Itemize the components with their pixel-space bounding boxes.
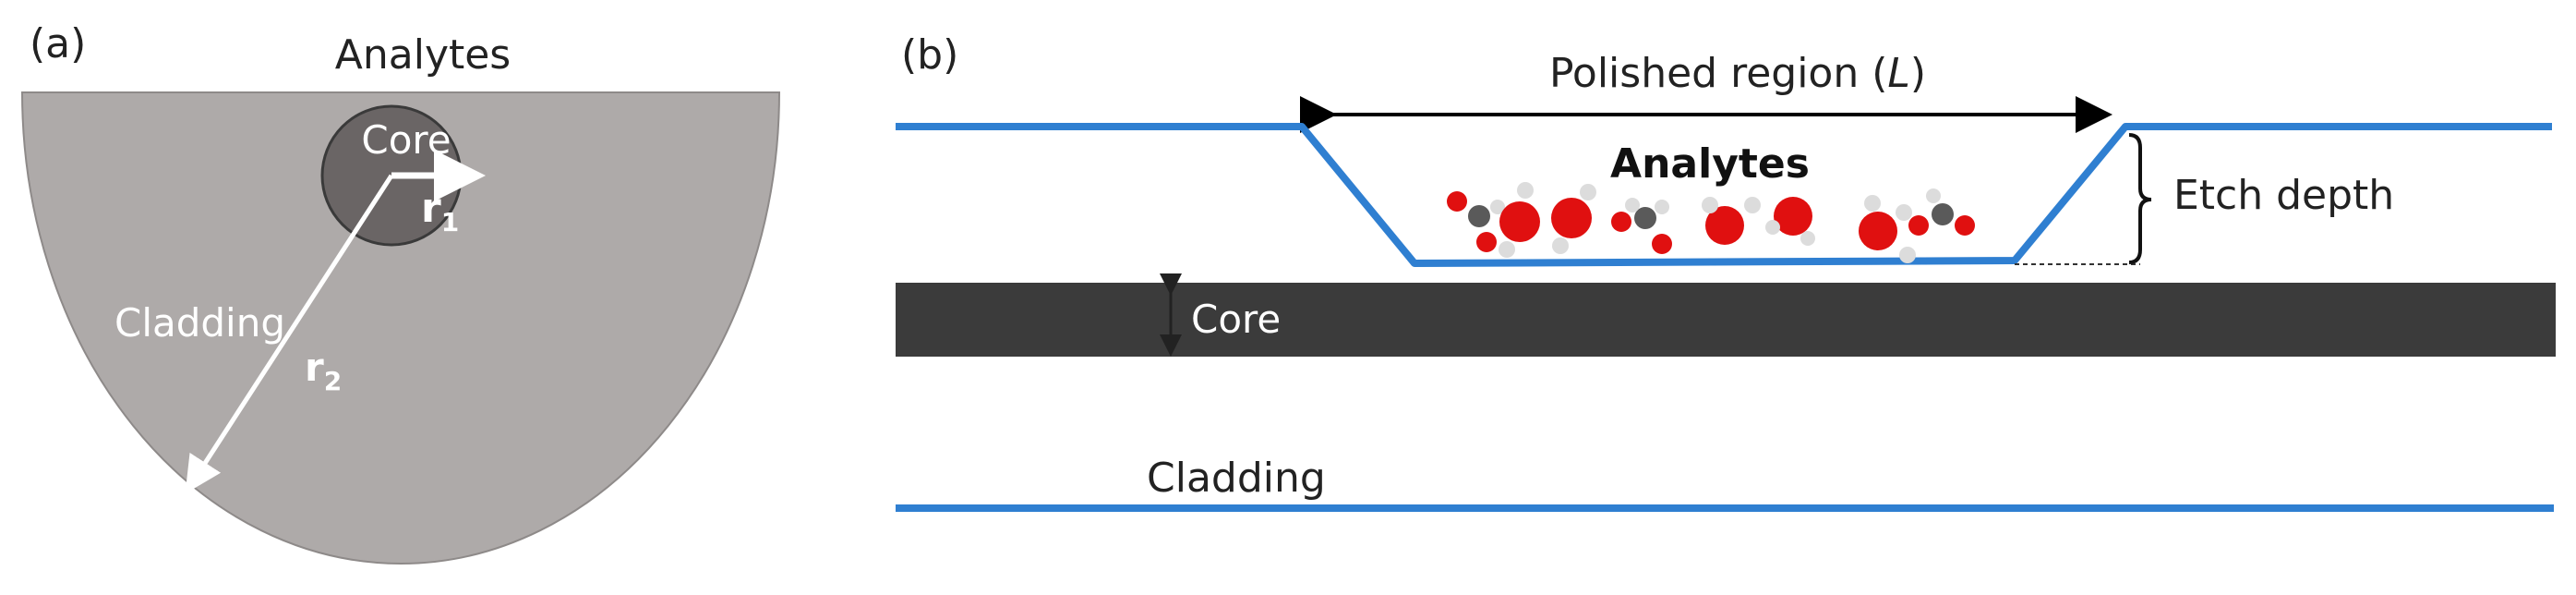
panel-a: (a) Analytes Core r1 r2 Cladding xyxy=(20,20,781,565)
molecule xyxy=(1447,191,1505,252)
molecule xyxy=(1499,182,1540,258)
hydrogen-atom xyxy=(1655,200,1669,214)
r2-arrow xyxy=(185,174,394,494)
core-band xyxy=(896,283,2556,357)
oxygen-atom xyxy=(1955,215,1975,236)
oxygen-atom xyxy=(1859,212,1897,250)
r1-letter: r xyxy=(421,185,441,232)
r1-subscript: 1 xyxy=(441,207,459,237)
oxygen-atom xyxy=(1499,201,1540,242)
hydrogen-atom xyxy=(1490,200,1505,214)
polished-region-label: Polished region (L) xyxy=(1549,50,1926,97)
carbon-atom xyxy=(1932,203,1954,225)
hydrogen-atom xyxy=(1580,184,1596,200)
hydrogen-atom xyxy=(1864,195,1881,212)
molecule xyxy=(1859,195,1916,263)
core-label-b: Core xyxy=(1191,297,1281,342)
hydrogen-atom xyxy=(1552,237,1569,254)
hydrogen-atom xyxy=(1765,220,1780,235)
cladding-half-disk xyxy=(20,91,781,565)
r2-symbol: r2 xyxy=(305,345,342,396)
carbon-atom xyxy=(1634,207,1656,229)
cladding-label-a: Cladding xyxy=(114,300,285,346)
etch-depth-brace xyxy=(2128,133,2152,264)
oxygen-atom xyxy=(1447,191,1467,212)
oxygen-atom xyxy=(1611,212,1631,232)
polished-prefix: Polished region ( xyxy=(1549,50,1887,97)
hydrogen-atom xyxy=(1896,204,1912,221)
cladding-label-b: Cladding xyxy=(1147,455,1326,502)
oxygen-atom xyxy=(1908,215,1929,236)
polished-variable: L xyxy=(1887,50,1910,97)
hydrogen-atom xyxy=(1899,247,1916,263)
polished-suffix: ) xyxy=(1910,50,1926,97)
analytes-label-b: Analytes xyxy=(1610,140,1810,188)
panel-b: (b) Polished region (L) Etch depth Analy… xyxy=(896,31,2556,512)
oxygen-atom xyxy=(1705,206,1744,245)
hydrogen-atom xyxy=(1926,188,1941,203)
panel-a-tag: (a) xyxy=(30,20,86,67)
panel-b-tag: (b) xyxy=(901,31,958,79)
hydrogen-atom xyxy=(1800,231,1815,246)
etch-depth-label: Etch depth xyxy=(2173,172,2394,219)
oxygen-atom xyxy=(1551,198,1592,238)
molecule xyxy=(1765,197,1815,246)
molecule xyxy=(1702,197,1761,245)
r2-letter: r xyxy=(305,345,324,390)
core-label-a: Core xyxy=(361,117,451,163)
carbon-atom xyxy=(1468,205,1490,227)
analyte-molecules xyxy=(1447,182,1975,263)
hydrogen-atom xyxy=(1517,182,1534,199)
molecule xyxy=(1611,198,1672,254)
molecule xyxy=(1908,188,1975,236)
oxygen-atom xyxy=(1652,234,1672,254)
oxygen-atom xyxy=(1774,197,1812,236)
panel-a-analytes-label: Analytes xyxy=(335,31,511,79)
hydrogen-atom xyxy=(1499,241,1515,258)
r1-symbol: r1 xyxy=(421,185,459,237)
oxygen-atom xyxy=(1476,232,1497,252)
hydrogen-atom xyxy=(1744,197,1761,213)
molecule xyxy=(1551,184,1596,254)
r2-subscript: 2 xyxy=(324,366,342,396)
hydrogen-atom xyxy=(1702,197,1718,213)
hydrogen-atom xyxy=(1625,198,1640,212)
fiber-top-boundary xyxy=(896,123,2552,267)
